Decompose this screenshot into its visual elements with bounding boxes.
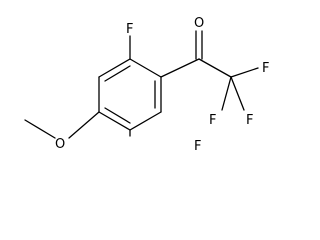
bond-cf3-f-down — [230, 76, 245, 111]
atom-f-cf3-down: F — [246, 113, 253, 128]
ring-bond-bottom-left — [98, 111, 131, 131]
atom-f-top: F — [126, 22, 133, 37]
atom-f-cf3-right: F — [262, 61, 269, 76]
bond-cf3-f-right — [230, 67, 259, 78]
ring-bond-top-right — [129, 58, 162, 78]
atom-o-carbonyl: O — [194, 16, 204, 31]
ring-double-top-left — [104, 65, 131, 82]
ring-bond-top-left — [98, 58, 131, 78]
atom-f-cf3-left: F — [209, 113, 216, 128]
ring-bond-bottom-right — [129, 111, 162, 131]
molecule-diagram: F F O O F F F — [24, 16, 269, 154]
bond-o-methyl — [24, 119, 56, 139]
bond-carbonyl-cf3 — [198, 58, 232, 78]
atom-o-methoxy: O — [55, 137, 65, 152]
ring-double-bottom-left — [104, 107, 131, 124]
bond-ring-carbonyl — [160, 58, 200, 78]
atom-f-bottom: F — [194, 139, 201, 154]
structure-canvas: F F O O F F F — [24, 16, 269, 154]
benzene-ring — [98, 58, 162, 131]
bond-cf3-f-left — [221, 76, 232, 111]
bond-ring-o-methoxy — [68, 111, 100, 139]
